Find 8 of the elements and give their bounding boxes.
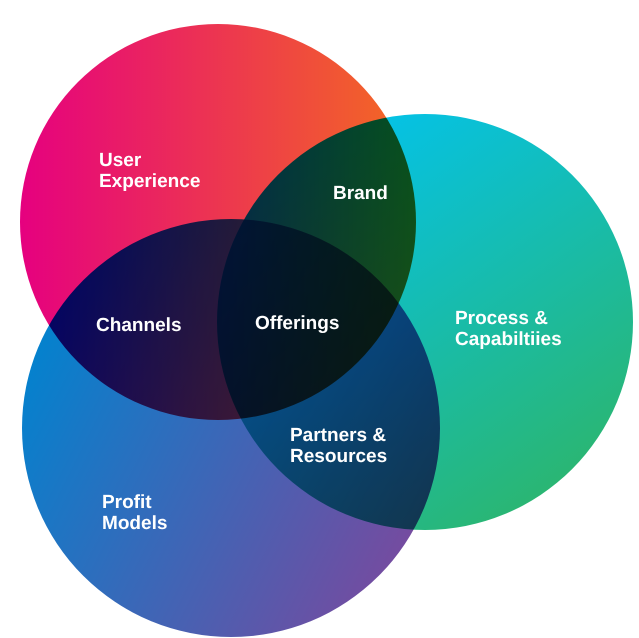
venn-circle bbox=[22, 219, 440, 637]
overlap-label: Partners & Resources bbox=[290, 425, 388, 467]
circle-label: User Experience bbox=[99, 150, 202, 192]
circle-label: Process & Capabiltiies bbox=[455, 308, 563, 350]
overlap-label: Channels bbox=[96, 315, 183, 336]
circle-label: Profit Models bbox=[102, 492, 168, 534]
overlap-label: Offerings bbox=[255, 313, 340, 334]
overlap-label: Brand bbox=[333, 183, 389, 204]
